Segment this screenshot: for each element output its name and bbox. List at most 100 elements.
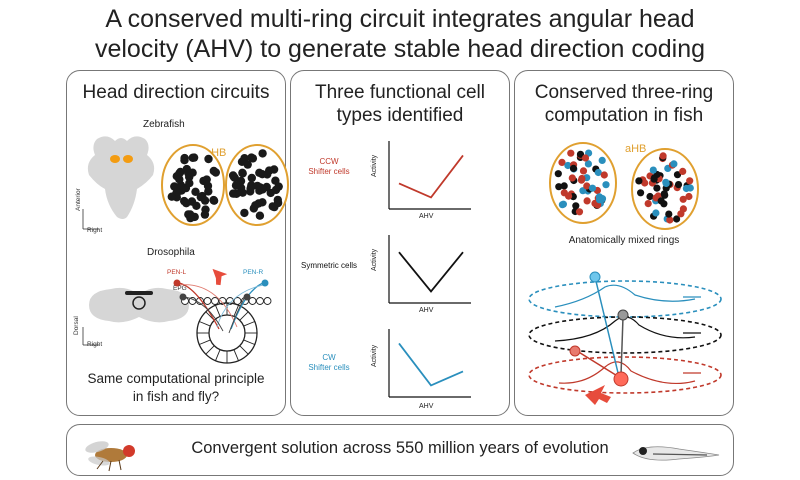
neuron-dot [167,192,176,201]
neuron-dot [258,185,267,194]
neuron-dot [644,200,652,208]
chart-symmetric [388,235,471,304]
neuron-dot [652,209,660,217]
question-line2: in fish and fly? [132,389,220,404]
neuron-dot [265,166,274,175]
chart-ccw [388,141,471,210]
neuron-dot [576,150,585,158]
neuron-dot [583,197,591,205]
neuron-dot [238,168,247,177]
neuron-dot [686,177,694,185]
neuron-dot [635,177,643,185]
neuron-dot [674,181,683,189]
neuron-dot [572,202,580,210]
neuron-dot [204,154,213,164]
neuron-dot [660,190,668,198]
neuron-dot [271,185,281,195]
question-line1: Same computational principle [87,371,265,386]
neuron-dot [270,202,279,212]
red-arrow-icon [212,268,228,286]
series-line-cw [398,342,464,387]
neuron-dot [176,167,185,177]
neuron-dot [600,171,608,179]
cw-xlabel: AHV [419,403,434,410]
neuron-dot [637,189,645,197]
neuron-dot [558,158,566,166]
neuron-dot [555,183,563,191]
neuron-dot [180,153,189,163]
neuron-dot [191,187,200,196]
neuron-dot [568,174,576,182]
neuron-dot [602,181,610,189]
neuron-dot [670,160,678,168]
neuron-dot [641,179,649,187]
drosophila-label: Drosophila [147,247,195,258]
neuron-dot [185,179,194,188]
series-line-symmetric [398,251,464,293]
neuron-dot [203,181,213,191]
neuron-dot [673,215,681,223]
neuron-dot [229,189,238,198]
neuron-dot [673,171,682,179]
neuron-dot [581,154,590,162]
pen-l-label: PEN-L [167,269,187,276]
neuron-dot [685,192,693,201]
red-arrow-icon-2 [585,385,611,405]
zebrafish-label: Zebrafish [143,119,185,130]
panel3-title-line2: computation in fish [544,105,704,126]
neuron-dot [564,161,572,170]
neuron-dot [665,210,673,218]
neuron-dot [255,168,264,177]
cw-neuron-icon [589,271,601,283]
panel1-title: Head direction circuits [82,82,270,103]
axis-right2-label: Right [87,341,103,348]
neuron-dot [173,187,182,197]
neuron-dot [646,192,654,201]
neuron-dot [188,168,197,177]
fly-circuit-diagram [173,268,272,364]
neuron-dot [682,184,690,193]
target-neuron-icon [613,371,629,387]
neuron-dot [231,181,241,190]
ring-ccw [528,356,722,394]
panel3-title-line1: Conserved three-ring [534,82,714,103]
neuron-dot [598,156,606,164]
ahb-label-2: aHB [625,143,647,155]
symmetric-label: Symmetric cells [301,261,358,270]
neuron-dot [565,192,573,200]
neuron-dot [560,182,568,190]
neuron-dot [238,188,247,197]
neuron-dot [251,201,260,210]
panel-head-direction-circuits: Head direction circuits Zebrafish aHB An… [66,70,289,416]
axis-right-label: Right [87,227,103,234]
sym-xlabel: AHV [419,307,434,314]
neuron-dot [248,154,258,163]
neuron-dot [679,167,687,175]
neuron-dot [192,201,201,210]
neuron-dot [649,166,657,174]
neuron-dot [240,208,249,218]
neuron-dot [228,171,238,180]
footer-icons [85,441,720,472]
panel2-title-line2: types identified [336,105,464,126]
panel-three-cell-types: Three functional cell types identified C… [290,70,510,416]
neuron-dot [237,157,247,166]
neuron-dot [588,184,597,192]
neuron-dot [679,205,687,213]
chart-cw [388,329,471,398]
drosophila-brain-icon [89,287,189,323]
neuron-dot [255,211,265,220]
panel-three-ring-fish: Conserved three-ring computation in fish… [514,70,734,416]
zebrafish-larva-icon [632,446,720,461]
ellipsoid-body-icon [132,296,146,310]
neuron-dot [175,175,184,184]
neuron-dot [650,175,658,183]
neuron-dot [659,152,667,160]
ccw-neuron-icon [569,345,581,357]
cw-label-line1: CW [322,353,336,362]
neuron-dot [202,175,211,184]
neuron-dot [201,205,210,214]
neuron-dot [271,176,280,185]
ccw-xlabel: AHV [419,213,434,220]
neuron-dot [584,160,592,168]
